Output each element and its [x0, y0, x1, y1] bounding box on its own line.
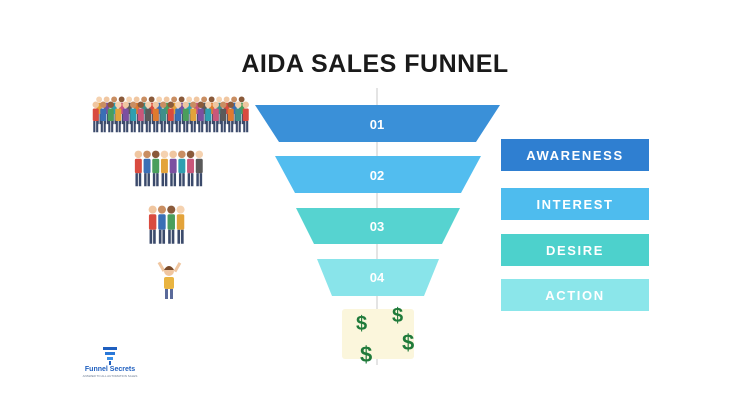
stage-label-action: ACTION: [501, 279, 649, 311]
funnel-level-4: [317, 259, 439, 296]
funnel-logo-icon: [103, 347, 117, 365]
crowd-desire-icon: [148, 205, 185, 244]
stage-label-desire: DESIRE: [501, 234, 649, 266]
logo-name: Funnel Secrets: [84, 366, 136, 373]
crowd-interest-icon: [134, 150, 204, 187]
slide-title: AIDA SALES FUNNEL: [241, 50, 509, 78]
funnel-level-3-number: 03: [370, 219, 384, 234]
dollar-sign-4: $: [402, 330, 414, 355]
funnel-level-3: [296, 208, 460, 244]
crowd-awareness-icon: [92, 96, 249, 133]
stage-label-awareness: AWARENESS: [501, 139, 649, 171]
funnel-level-2: [275, 156, 481, 193]
dollar-sign-3: $: [360, 342, 372, 367]
logo-tagline: ANSWER TO ALL AUTOMATION SALES: [82, 374, 138, 378]
happy-customer-icon: [157, 261, 182, 299]
funnel-level-1: [255, 105, 500, 142]
funnel-level-2-number: 02: [370, 168, 384, 183]
stage-label-interest: INTEREST: [501, 188, 649, 220]
money-backdrop: [342, 309, 414, 359]
funnel-secrets-logo: Funnel Secrets ANSWER TO ALL AUTOMATION …: [82, 344, 142, 380]
dollar-sign-2: $: [392, 305, 403, 327]
dollar-sign-1: $: [356, 313, 367, 335]
funnel-level-1-number: 01: [370, 117, 384, 132]
funnel-level-4-number: 04: [370, 270, 385, 285]
